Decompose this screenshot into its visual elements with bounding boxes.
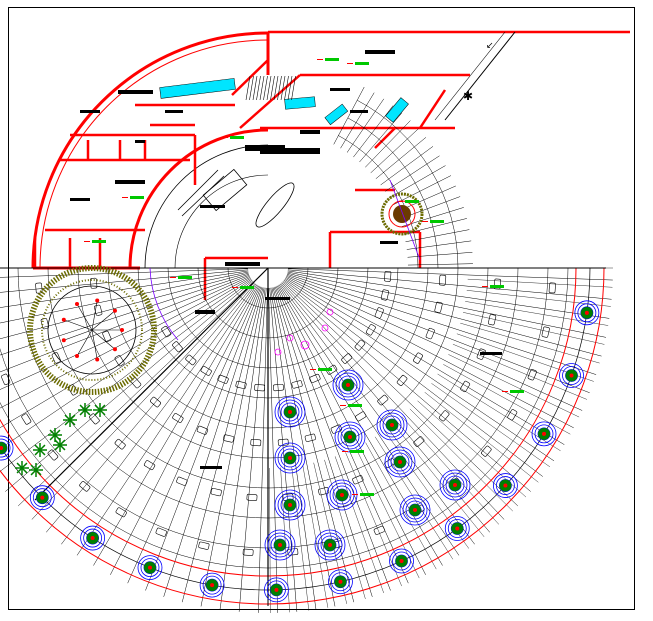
planting-beds: [0, 300, 600, 603]
svg-text:✱: ✱: [463, 89, 473, 103]
stair-hatch: [245, 75, 296, 101]
furniture-blocks: [70, 50, 502, 469]
parking-aisles: [0, 100, 606, 606]
palm-trees: [15, 403, 107, 477]
drawing-border: [8, 7, 635, 610]
north-arrow-icon: ✱: [463, 89, 473, 103]
svg-text:↙: ↙: [486, 41, 494, 51]
pool-features: [159, 78, 409, 126]
hall-ramps: [177, 168, 295, 228]
accent-marks: [149, 179, 421, 356]
label-tags: [84, 58, 524, 496]
round-planter: [380, 192, 424, 236]
central-courtyard: [128, 128, 269, 269]
parked-cars: [1, 270, 556, 556]
circular-garden: [27, 265, 157, 395]
